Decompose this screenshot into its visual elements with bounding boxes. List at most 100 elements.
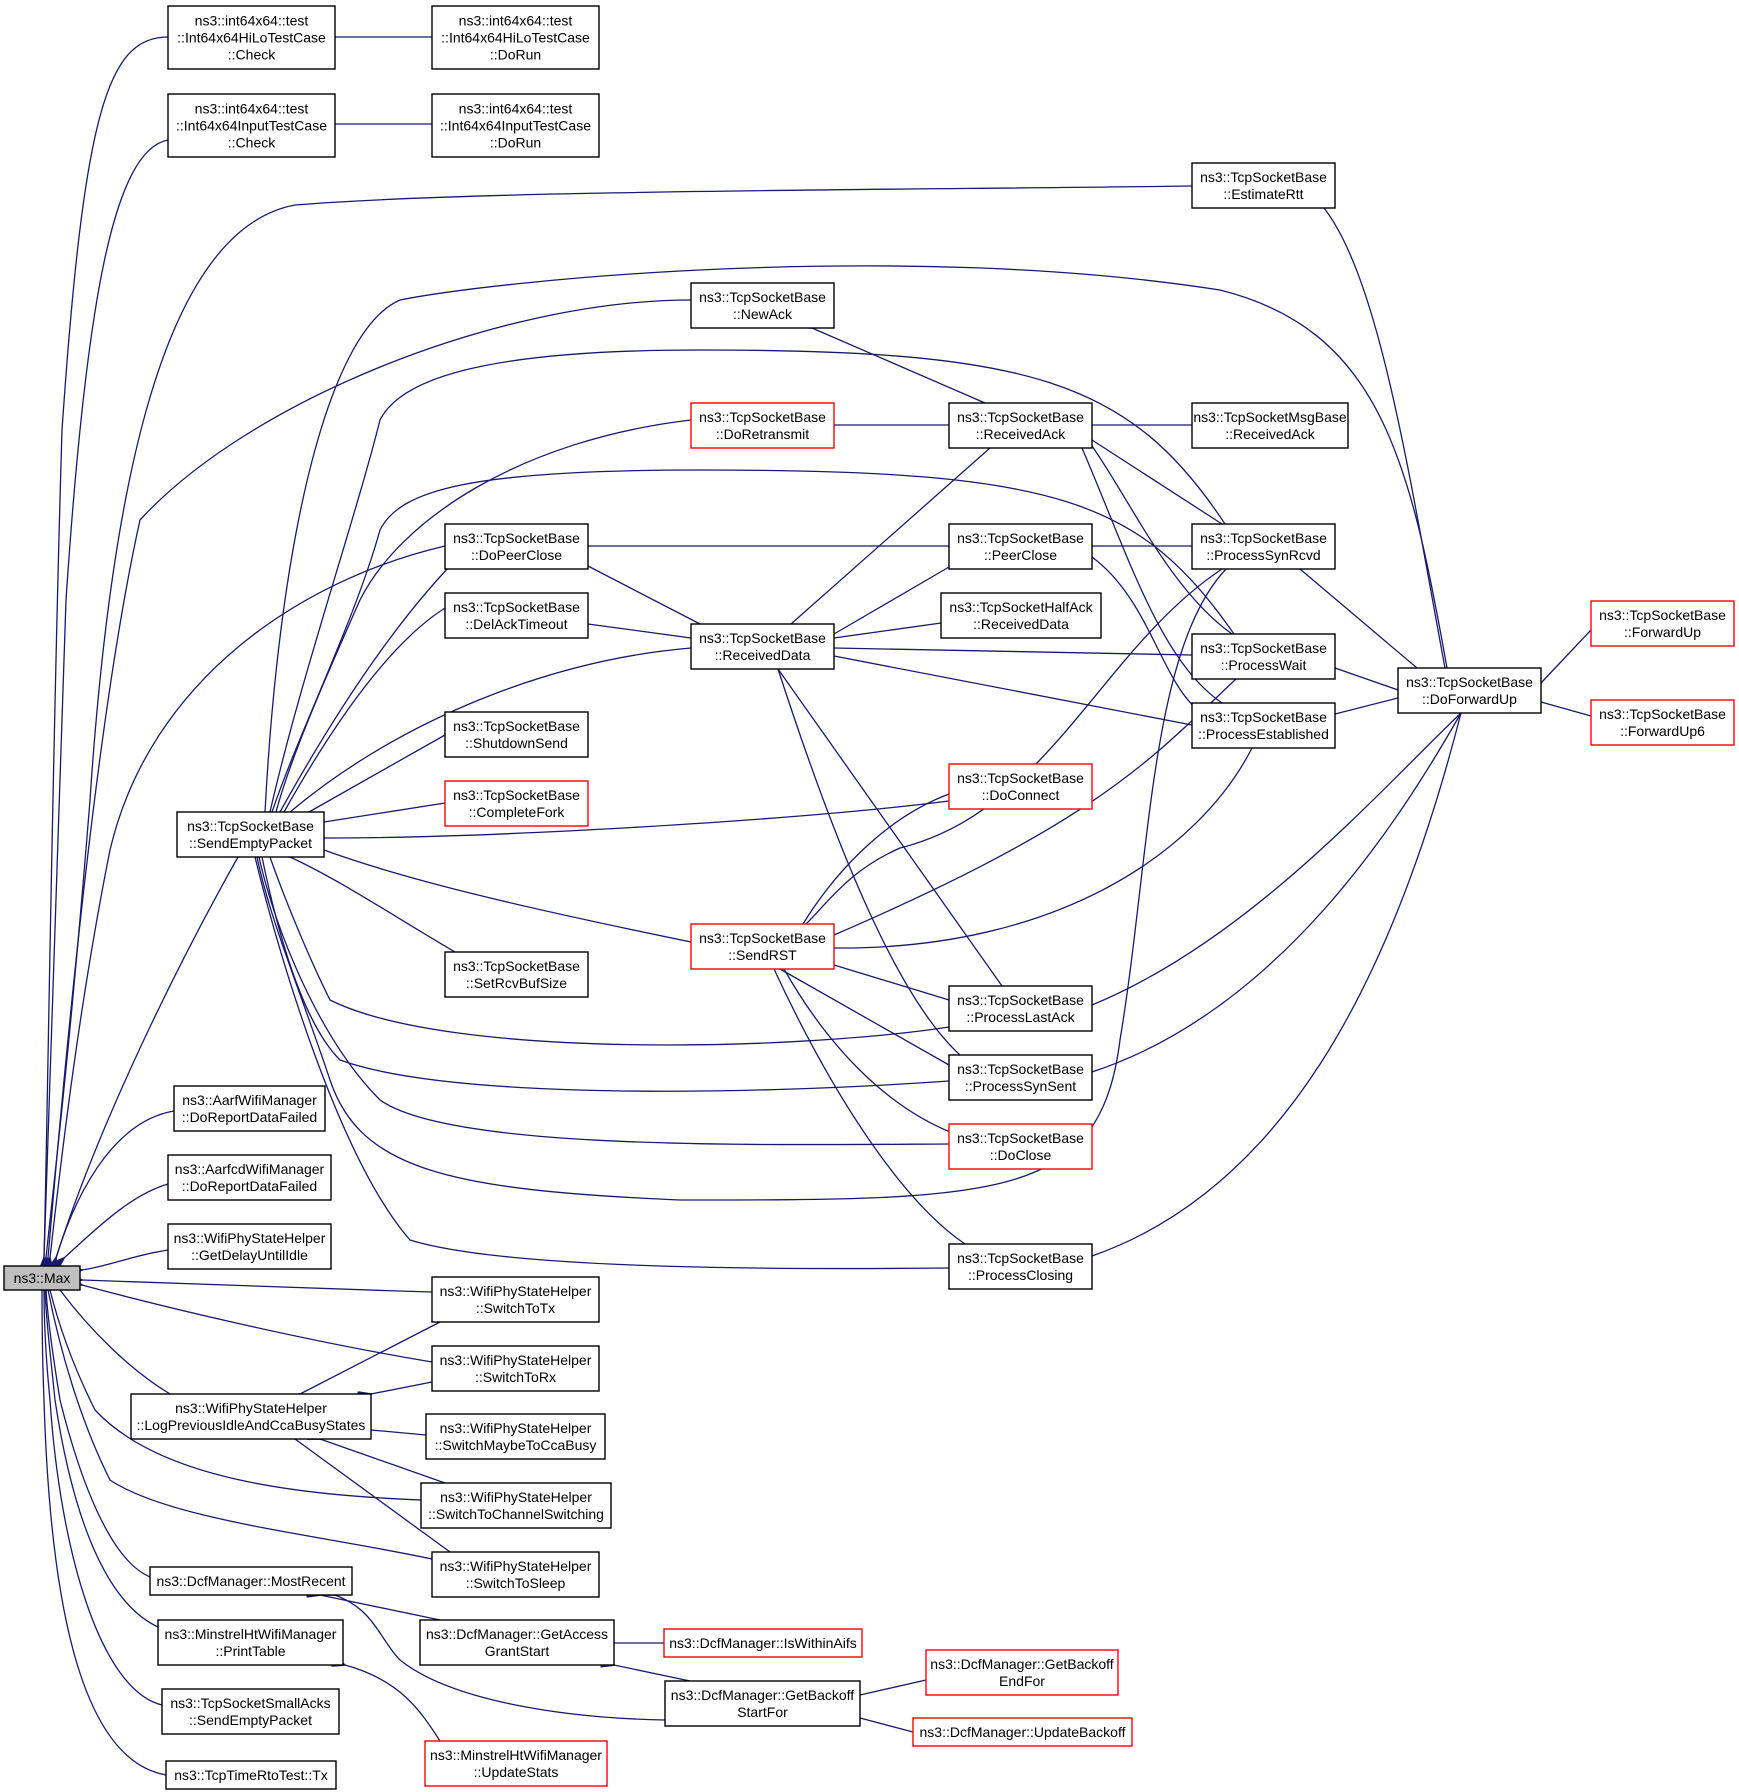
node-set-rcv-buf-size[interactable]: ns3::TcpSocketBase::SetRcvBufSize (444, 951, 589, 998)
call-edge-forward_up-to-do_forward_up (1541, 629, 1592, 683)
node-switch-channel[interactable]: ns3::WifiPhyStateHelper::SwitchToChannel… (420, 1482, 612, 1529)
node-label-line: ns3::TcpSocketBase (957, 1061, 1084, 1077)
node-log-previous[interactable]: ns3::WifiPhyStateHelper::LogPreviousIdle… (130, 1393, 372, 1440)
node-rto-tx[interactable]: ns3::TcpTimeRtoTest::Tx (165, 1760, 337, 1790)
node-label-line: ::DoRetransmit (716, 426, 809, 442)
call-edge-print_table-to-max (45, 1290, 159, 1628)
node-complete-fork[interactable]: ns3::TcpSocketBase::CompleteFork (444, 780, 589, 827)
node-label-line: ns3::DcfManager::GetBackoff (930, 1656, 1113, 1672)
node-box (940, 592, 1102, 639)
node-small-acks-send[interactable]: ns3::TcpSocketSmallAcks::SendEmptyPacket (161, 1688, 340, 1735)
call-edge-do_forward_up-to-send_empty_packet (265, 265, 1448, 812)
node-received-ack[interactable]: ns3::TcpSocketBase::ReceivedAck (948, 402, 1093, 449)
node-label-line: ::DoConnect (982, 787, 1060, 803)
call-edge-process_syn_sent-to-received_data (778, 669, 961, 1056)
node-label-line: ::Int64x64HiLoTestCase (177, 30, 326, 46)
call-edge-set_rcv_buf_size-to-send_empty_packet (290, 857, 456, 953)
node-input-dorun[interactable]: ns3::int64x64::test::Int64x64InputTestCa… (431, 93, 600, 158)
node-label-line: ns3::int64x64::test (195, 101, 309, 117)
node-forward-up6[interactable]: ns3::TcpSocketBase::ForwardUp6 (1590, 699, 1735, 746)
call-edge-process_syn_sent-to-send_empty_packet (262, 857, 950, 1092)
node-process-closing[interactable]: ns3::TcpSocketBase::ProcessClosing (948, 1243, 1093, 1290)
node-box (444, 780, 589, 827)
node-label-line: ns3::int64x64::test (459, 13, 573, 29)
node-send-rst[interactable]: ns3::TcpSocketBase::SendRST (690, 923, 835, 970)
node-hilo-check[interactable]: ns3::int64x64::test::Int64x64HiLoTestCas… (167, 5, 336, 70)
node-switch-to-tx[interactable]: ns3::WifiPhyStateHelper::SwitchToTx (431, 1276, 600, 1323)
node-label-line: ::ForwardUp6 (1620, 723, 1705, 739)
node-do-retransmit[interactable]: ns3::TcpSocketBase::DoRetransmit (690, 402, 835, 449)
node-label-line: ns3::WifiPhyStateHelper (440, 1420, 592, 1436)
node-box (444, 951, 589, 998)
node-forward-up[interactable]: ns3::TcpSocketBase::ForwardUp (1590, 600, 1735, 647)
node-update-stats[interactable]: ns3::MinstrelHtWifiManager::UpdateStats (424, 1740, 608, 1787)
node-box (948, 763, 1093, 810)
node-hilo-dorun[interactable]: ns3::int64x64::test::Int64x64HiLoTestCas… (431, 5, 600, 70)
node-is-within-aifs[interactable]: ns3::DcfManager::IsWithinAifs (663, 1628, 863, 1658)
node-label-line: ::DoReportDataFailed (182, 1109, 317, 1125)
call-edge-switch_to_rx-to-max (82, 1285, 433, 1363)
node-label-line: ::DelAckTimeout (465, 616, 567, 632)
node-do-connect[interactable]: ns3::TcpSocketBase::DoConnect (948, 763, 1093, 810)
node-layer: ns3::Max ns3::int64x64::test::Int64x64HiL… (3, 5, 1735, 1790)
node-process-syn-sent[interactable]: ns3::TcpSocketBase::ProcessSynSent (948, 1054, 1093, 1101)
call-edge-process_syn_rcvd-to-received_ack (1092, 440, 1223, 525)
node-aarfcd-report[interactable]: ns3::AarfcdWifiManager::DoReportDataFail… (167, 1154, 332, 1201)
node-label-line: ns3::TcpSocketSmallAcks (170, 1695, 330, 1711)
call-edge-process_syn_sent-to-send_rst (780, 969, 950, 1066)
node-box (948, 402, 1093, 449)
node-update-backoff[interactable]: ns3::DcfManager::UpdateBackoff (912, 1717, 1133, 1747)
node-label-line: ns3::TcpSocketBase (453, 718, 580, 734)
node-label-line: ::GetDelayUntilIdle (191, 1247, 308, 1263)
call-edge-shutdown_send-to-send_empty_packet (309, 734, 446, 812)
node-process-established[interactable]: ns3::TcpSocketBase::ProcessEstablished (1191, 702, 1336, 749)
node-label-line: ns3::TcpSocketBase (957, 409, 1084, 425)
call-edge-switch_to_tx-to-max (82, 1280, 433, 1293)
node-print-table[interactable]: ns3::MinstrelHtWifiManager::PrintTable (157, 1619, 344, 1666)
node-half-ack-received-data[interactable]: ns3::TcpSocketHalfAck::ReceivedData (940, 592, 1102, 639)
node-max[interactable]: ns3::Max (3, 1265, 81, 1291)
node-msg-received-ack[interactable]: ns3::TcpSocketMsgBase::ReceivedAck (1191, 402, 1349, 449)
node-box (912, 1717, 1133, 1747)
node-send-empty-packet[interactable]: ns3::TcpSocketBase::SendEmptyPacket (176, 811, 325, 858)
call-edge-process_closing-to-do_forward_up (1091, 713, 1461, 1257)
node-box (1590, 699, 1735, 746)
call-edge-received_data-to-do_peer_close (588, 566, 701, 625)
node-label-line: ::SendEmptyPacket (189, 835, 312, 851)
node-do-forward-up[interactable]: ns3::TcpSocketBase::DoForwardUp (1397, 667, 1542, 714)
call-edge-process_last_ack-to-send_rst (834, 965, 950, 1001)
node-switch-maybe-cca[interactable]: ns3::WifiPhyStateHelper::SwitchMaybeToCc… (425, 1413, 606, 1460)
node-process-syn-rcvd[interactable]: ns3::TcpSocketBase::ProcessSynRcvd (1191, 523, 1336, 570)
node-box (419, 1619, 615, 1666)
node-most-recent[interactable]: ns3::DcfManager::MostRecent (149, 1566, 353, 1596)
node-switch-sleep[interactable]: ns3::WifiPhyStateHelper::SwitchToSleep (431, 1551, 600, 1598)
node-estimate-rtt[interactable]: ns3::TcpSocketBase::EstimateRtt (1191, 162, 1336, 209)
node-switch-to-rx[interactable]: ns3::WifiPhyStateHelper::SwitchToRx (431, 1345, 600, 1392)
node-label-line: ns3::TcpSocketBase (1599, 706, 1726, 722)
call-edge-aarf_report-to-max (56, 1110, 175, 1258)
node-shutdown-send[interactable]: ns3::TcpSocketBase::ShutdownSend (444, 711, 589, 758)
node-new-ack[interactable]: ns3::TcpSocketBase::NewAck (690, 282, 835, 329)
node-label-line: ::DoRun (490, 135, 541, 151)
node-do-close[interactable]: ns3::TcpSocketBase::DoClose (948, 1123, 1093, 1170)
node-peer-close[interactable]: ns3::TcpSocketBase::PeerClose (948, 523, 1093, 570)
node-box (1397, 667, 1542, 714)
node-do-peer-close[interactable]: ns3::TcpSocketBase::DoPeerClose (444, 523, 589, 570)
node-aarf-report[interactable]: ns3::AarfWifiManager::DoReportDataFailed (173, 1085, 326, 1132)
node-process-wait[interactable]: ns3::TcpSocketBase::ProcessWait (1191, 633, 1336, 680)
node-label-line: ::ProcessSynRcvd (1206, 547, 1320, 563)
node-label-line: ::LogPreviousIdleAndCcaBusyStates (137, 1417, 366, 1433)
node-label-line: ::ReceivedData (973, 616, 1069, 632)
call-edge-do_forward_up-to-process_established (1335, 697, 1399, 714)
node-input-check[interactable]: ns3::int64x64::test::Int64x64InputTestCa… (167, 93, 336, 158)
node-box (167, 1223, 332, 1270)
call-edge-get_backoff_end-to-get_backoff_start (860, 1679, 927, 1695)
node-process-last-ack[interactable]: ns3::TcpSocketBase::ProcessLastAck (948, 985, 1093, 1032)
node-get-delay-until-idle[interactable]: ns3::WifiPhyStateHelper::GetDelayUntilId… (167, 1223, 332, 1270)
node-del-ack-timeout[interactable]: ns3::TcpSocketBase::DelAckTimeout (444, 592, 589, 639)
node-received-data[interactable]: ns3::TcpSocketBase::ReceivedData (690, 623, 835, 670)
node-box (149, 1566, 353, 1596)
